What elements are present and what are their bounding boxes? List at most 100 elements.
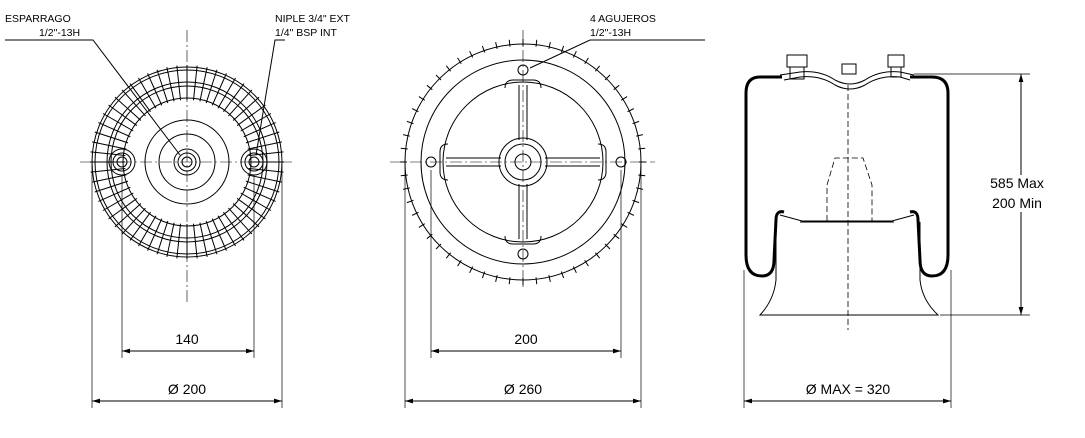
rib-line xyxy=(548,41,551,50)
rib-line xyxy=(402,187,411,190)
rib-line xyxy=(613,84,620,91)
rib-line xyxy=(199,67,208,102)
rib-line xyxy=(166,67,175,102)
rib-line xyxy=(223,83,245,113)
rib-line xyxy=(426,233,433,240)
rib-line xyxy=(548,274,551,283)
rib-line xyxy=(535,39,538,47)
side-view: 585 Max 200 Min Ø MAX = 320 xyxy=(743,54,1044,408)
dim-max-diameter: Ø MAX = 320 xyxy=(806,381,891,397)
rib-line xyxy=(457,259,462,267)
rib-line xyxy=(627,108,635,113)
rib-line xyxy=(156,69,169,104)
rib-line xyxy=(232,96,260,121)
rib-line xyxy=(481,45,486,53)
rib-line xyxy=(114,203,142,228)
rib-line xyxy=(236,198,266,220)
rib-line xyxy=(211,73,227,106)
rib-line xyxy=(620,223,628,228)
rib-line xyxy=(243,122,276,138)
rib-line xyxy=(92,141,127,150)
rib-line xyxy=(406,199,414,204)
rib-line xyxy=(445,252,452,259)
rib-line xyxy=(481,271,486,279)
rib-line xyxy=(435,74,442,81)
rib-line xyxy=(400,174,408,177)
rib-line xyxy=(495,274,498,283)
rib-line xyxy=(435,243,442,250)
rib-line xyxy=(604,74,611,81)
rib-line xyxy=(228,207,253,235)
rib-line xyxy=(129,83,151,113)
rib-line xyxy=(138,215,157,247)
holes-thread-label: 1/2"-13H xyxy=(590,27,631,39)
rib-line xyxy=(635,134,644,137)
nipple-label: NIPLE 3/4" EXT xyxy=(275,13,351,25)
rib-line xyxy=(584,259,589,267)
rib-line xyxy=(638,147,646,150)
top-view: ESPARRAGO 1/2"-13H NIPLE 3/4" EXT 1/4" B… xyxy=(5,13,351,408)
nipple-thread-label: 1/4" BSP INT xyxy=(275,27,337,39)
rib-line xyxy=(604,243,611,250)
rib-line xyxy=(240,192,272,211)
rib-line xyxy=(594,65,601,72)
rib-line xyxy=(138,77,157,109)
dim-stud-spacing: 140 xyxy=(175,331,199,347)
height-min: 200 Min xyxy=(992,195,1042,211)
rib-line xyxy=(90,151,126,157)
rib-line xyxy=(627,211,635,216)
rib-line xyxy=(572,50,577,58)
rib-line xyxy=(92,174,127,183)
rib-line xyxy=(469,266,474,274)
rib-line xyxy=(411,108,419,113)
rib-line xyxy=(205,220,218,255)
rib-line xyxy=(102,113,134,132)
rib-line xyxy=(129,211,151,241)
rib-line xyxy=(632,120,640,125)
rib-line xyxy=(166,222,175,257)
rib-line xyxy=(176,223,182,259)
rib-line xyxy=(594,252,601,259)
rib-line xyxy=(98,122,131,138)
rib-line xyxy=(90,167,126,173)
rib-line xyxy=(635,187,644,190)
rib-line xyxy=(248,151,284,157)
rib-line xyxy=(205,69,218,104)
rib-line xyxy=(402,134,411,137)
holes-label: 4 AGUJEROS xyxy=(590,13,656,25)
rib-line xyxy=(228,89,253,117)
rib-line xyxy=(94,131,129,144)
rib-line xyxy=(156,220,169,255)
rib-line xyxy=(457,57,462,65)
rib-line xyxy=(572,266,577,274)
rib-line xyxy=(102,192,134,211)
rib-line xyxy=(406,120,414,125)
stud-thread-label: 1/2"-13H xyxy=(39,27,80,39)
rib-line xyxy=(243,186,276,202)
rib-line xyxy=(236,104,266,126)
rib-line xyxy=(247,141,282,150)
rib-line xyxy=(192,65,198,101)
rib-line xyxy=(192,223,198,259)
rib-line xyxy=(176,65,182,101)
rib-line xyxy=(199,222,208,257)
rib-line xyxy=(245,131,280,144)
dim-bottom-diameter: Ø 260 xyxy=(504,381,542,397)
rib-line xyxy=(94,180,129,193)
rib-line xyxy=(248,167,284,173)
bellows-ribs xyxy=(90,65,284,259)
rib-line xyxy=(245,180,280,193)
rib-line xyxy=(560,45,565,53)
rib-line xyxy=(418,223,426,228)
rib-line xyxy=(535,277,538,285)
rib-line xyxy=(613,233,620,240)
rib-line xyxy=(147,73,163,106)
rib-line xyxy=(469,50,474,58)
rib-line xyxy=(426,84,433,91)
rib-line xyxy=(418,96,426,101)
dim-hole-spacing: 200 xyxy=(514,331,538,347)
stud-label: ESPARRAGO xyxy=(5,13,71,25)
rib-line xyxy=(121,89,146,117)
